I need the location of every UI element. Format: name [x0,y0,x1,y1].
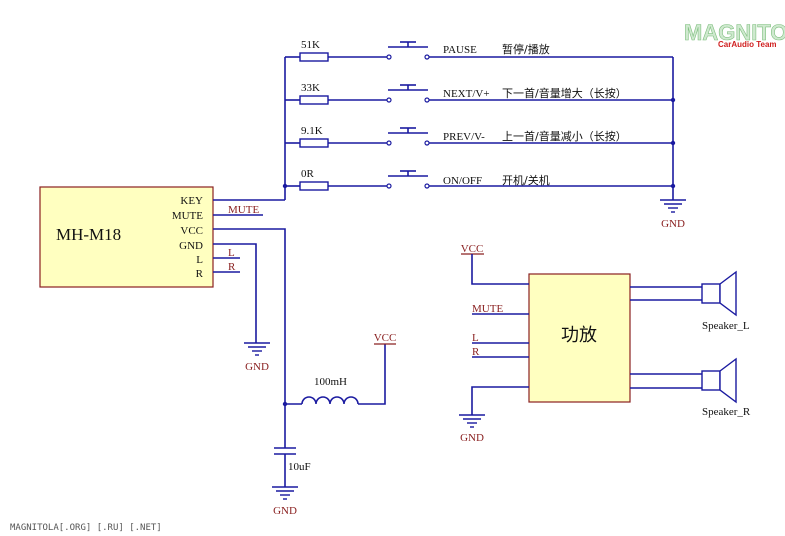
key-row-onoff [282,170,676,191]
resistor-51k-label: 51K [301,39,320,51]
key-pause-label: PAUSE [443,44,477,56]
footer-text: MAGNITOLA[.ORG] [.RU] [.NET] [10,523,162,533]
key-prev-desc: 上一首/音量减小（长按） [502,129,627,143]
amp-gnd-wire [471,386,529,415]
key-prev-label: PREV/V- [443,131,485,143]
key-gnd-symbol [660,199,686,213]
inductor-label: 100mH [314,376,347,388]
pin-gnd-label: GND [179,240,203,252]
key-row-next [285,84,676,105]
speaker-left-label: Speaker_L [702,320,750,332]
logo-main: MAGNITOLA [684,20,785,45]
amp-body [528,273,631,403]
chip-gnd-label: GND [245,361,269,373]
l-net-label: L [228,247,235,259]
vcc-wire [213,228,286,404]
amp-r-label: R [472,346,480,358]
amp-vcc-label: VCC [461,243,484,255]
key-next-desc: 下一首/音量增大（长按） [502,86,627,100]
inductor-100mh [285,344,386,405]
r-net-label: R [228,261,236,273]
chip-gnd-symbol [244,342,270,356]
gnd-wire [213,243,257,343]
resistor-9k1-label: 9.1K [301,125,323,137]
vcc-label-1: VCC [374,332,397,344]
cap-gnd-label: GND [273,505,297,517]
resistor-33k-label: 33K [301,82,320,94]
logo-sub: CarAudio Team [718,40,777,49]
resistor-0r-label: 0R [301,168,315,180]
key-onoff-label: ON/OFF [443,175,482,187]
amp-vcc-wire [471,254,529,285]
amp-mute-label: MUTE [472,303,503,315]
pin-vcc-label: VCC [180,225,203,237]
capacitor-label: 10uF [288,461,311,473]
key-row-pause [285,41,673,62]
amp-gnd-label: GND [460,432,484,444]
key-onoff-desc: 开机/关机 [502,173,550,187]
amp-l-label: L [472,332,479,344]
chip-body [39,186,214,288]
capacitor-10uf [274,404,296,487]
pin-l-label: L [196,254,203,266]
pin-r-label: R [196,268,204,280]
key-next-label: NEXT/V+ [443,88,490,100]
pin-mute-label: MUTE [172,210,203,222]
pin-key-label: KEY [180,195,203,207]
key-row-prev [285,127,676,148]
speaker-right [630,357,737,404]
speaker-left [630,270,737,317]
speaker-right-label: Speaker_R [702,406,751,418]
key-pause-desc: 暂停/播放 [502,42,550,56]
key-gnd-label: GND [661,218,685,230]
cap-gnd-symbol [272,486,298,500]
chip-name: MH-M18 [56,225,121,244]
mute-net-label: MUTE [228,204,259,216]
amp-gnd-symbol [459,414,485,428]
amp-name: 功放 [561,325,597,346]
